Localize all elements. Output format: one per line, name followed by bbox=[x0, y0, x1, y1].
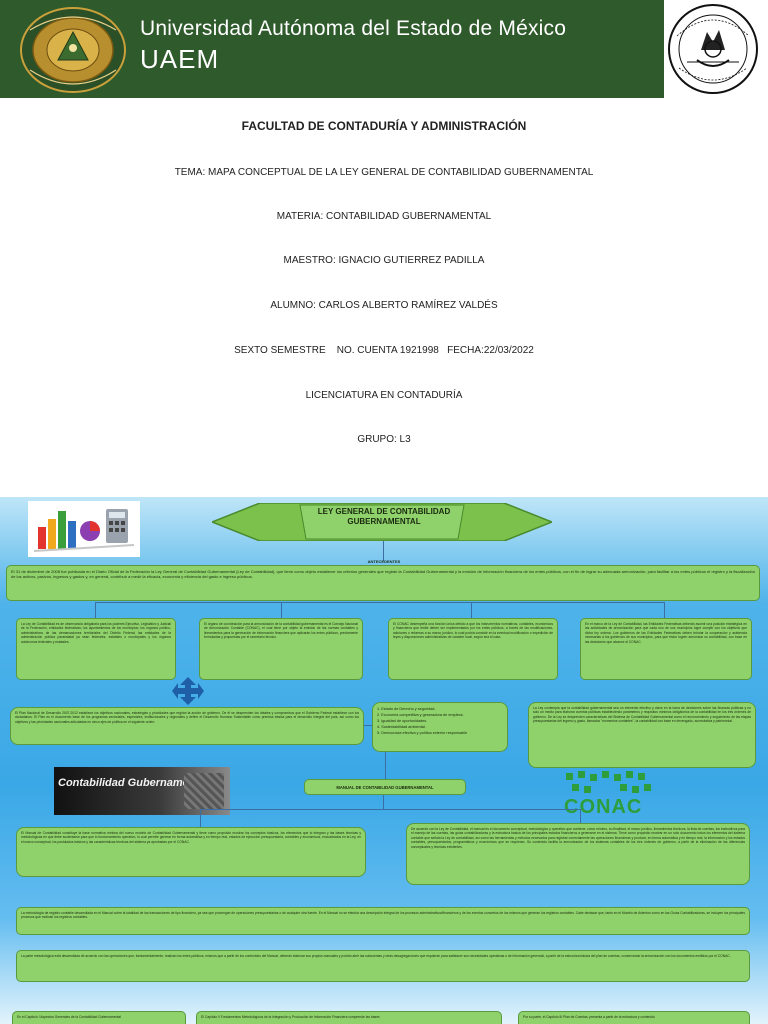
observancia-box: La Ley de Contabilidad es de observancia… bbox=[16, 618, 176, 680]
uaem-shield-logo-icon bbox=[20, 7, 126, 93]
manual-left-box: El Manual de Contabilidad constituye la … bbox=[16, 827, 366, 877]
semestre-line: SEXTO SEMESTRE NO. CUENTA 1921998 FECHA:… bbox=[234, 345, 534, 356]
ley-contempla-box: La Ley contempla que la contabilidad gub… bbox=[528, 702, 756, 768]
header-banner: Universidad Autónoma del Estado de Méxic… bbox=[0, 0, 768, 98]
connector-title bbox=[383, 541, 384, 561]
parte-metodologica-box: La parte metodológica está desarrollada … bbox=[16, 950, 750, 982]
conac-dots-icon bbox=[566, 771, 651, 793]
connector-row1 bbox=[95, 602, 665, 603]
university-acronym: UAEM bbox=[140, 44, 220, 74]
connector-plan-ejes bbox=[364, 725, 372, 726]
eje-item: 3. Igualdad de oportunidades. bbox=[377, 719, 428, 723]
concept-map: LEY GENERAL DE CONTABILIDAD GUBERNAMENTA… bbox=[0, 497, 768, 1024]
connector-box3 bbox=[471, 602, 472, 618]
grupo-line: GRUPO: L3 bbox=[357, 434, 411, 445]
antecedentes-box: El 31 de diciembre de 2008 fue publicada… bbox=[6, 565, 760, 601]
antecedentes-label: ANTECEDENTES bbox=[367, 559, 401, 564]
connector-box2 bbox=[281, 602, 282, 618]
conac-organo-box: El órgano de coordinación para la armoni… bbox=[199, 618, 363, 680]
manual-right-box: De acuerdo con la Ley de Contabilidad, e… bbox=[406, 823, 750, 885]
mexico-coat-of-arms-seal-icon bbox=[668, 4, 758, 94]
materia-line: MATERIA: CONTABILIDAD GUBERNAMENTAL bbox=[276, 211, 492, 222]
contabilidad-gubernamental-image: Contabilidad Gubernamental bbox=[54, 767, 230, 815]
capitulo-1-box: En el Capítulo I Aspectos Generales de l… bbox=[12, 1011, 186, 1024]
connector-box1 bbox=[95, 602, 96, 618]
capitulo-3-box: Por su parte, el Capítulo III Plan de Cu… bbox=[518, 1011, 750, 1024]
alumno-line: ALUMNO: CARLOS ALBERTO RAMÍREZ VALDÉS bbox=[270, 300, 498, 311]
map-title: LEY GENERAL DE CONTABILIDAD GUBERNAMENTA… bbox=[317, 507, 451, 526]
image-texture bbox=[184, 773, 224, 809]
tema-line: TEMA: MAPA CONCEPTUAL DE LA LEY GENERAL … bbox=[174, 167, 594, 178]
conac-funcion-box: El CONAC desempeña una función única deb… bbox=[388, 618, 558, 680]
connector-manual-left bbox=[200, 809, 201, 827]
licenciatura-line: LICENCIATURA EN CONTADURÍA bbox=[305, 390, 463, 401]
finance-chart-illustration-icon bbox=[28, 501, 140, 557]
map-title-ribbon bbox=[212, 503, 552, 541]
eje-item: 4. Sustentabilidad ambiental. bbox=[377, 725, 426, 729]
connector-manual-stem bbox=[383, 795, 384, 809]
faculty-title: FACULTAD DE CONTADURÍA Y ADMINISTRACIÓN bbox=[241, 119, 527, 133]
bidirectional-arrow-icon bbox=[172, 677, 204, 705]
image-caption: Contabilidad Gubernamental bbox=[58, 777, 209, 789]
connector-manual-right bbox=[580, 809, 581, 823]
entidades-box: En el marco de la Ley de Contabilidad, l… bbox=[580, 618, 752, 680]
maestro-line: MAESTRO: IGNACIO GUTIERREZ PADILLA bbox=[283, 255, 485, 266]
eje-item: 5. Democracia efectiva y política exteri… bbox=[377, 731, 468, 735]
connector-box4 bbox=[664, 602, 665, 618]
manual-label-box: MANUAL DE CONTABILIDAD GUBERNAMENTAL bbox=[304, 779, 466, 795]
connector-manual-branch bbox=[200, 809, 580, 810]
eje-item: 2. Economía competitiva y generadora de … bbox=[377, 713, 464, 717]
capitulo-2-box: El Capítulo II Fundamentos Metodológicos… bbox=[196, 1011, 502, 1024]
university-name: Universidad Autónoma del Estado de Méxic… bbox=[140, 17, 567, 40]
connector-ejes-manual bbox=[385, 752, 386, 779]
conac-logo-text: CONAC bbox=[564, 796, 643, 818]
ejes-box: 1. Estado de Derecho y seguridad. 2. Eco… bbox=[372, 702, 508, 752]
metodologia-box: La metodología de registro contable desa… bbox=[16, 907, 750, 935]
conac-logo: CONAC bbox=[560, 769, 660, 819]
plan-nacional-box: El Plan Nacional de Desarrollo 2007-2012… bbox=[10, 707, 364, 745]
eje-item: 1. Estado de Derecho y seguridad. bbox=[377, 707, 436, 711]
